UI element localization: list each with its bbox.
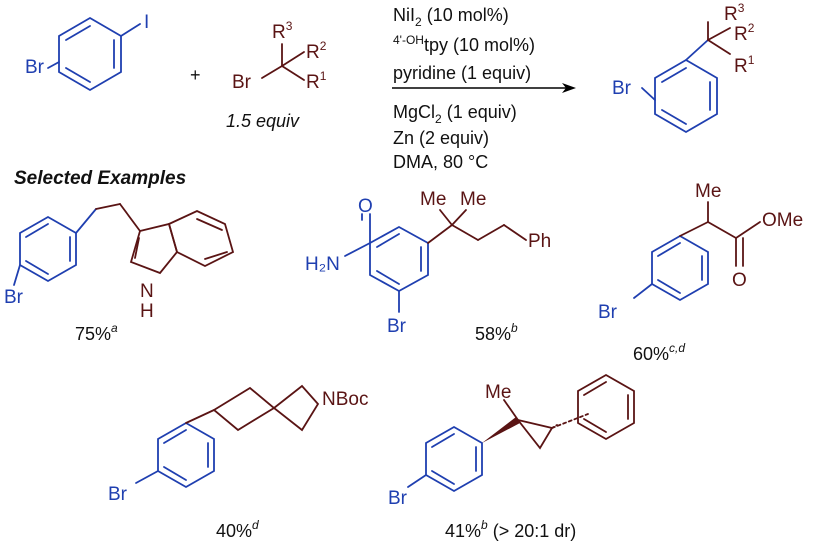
example1-bromine-label: Br	[4, 287, 24, 308]
reactant2-r2-label: R2	[306, 39, 327, 63]
example-2-benzamide: O H₂N Br Me Me Ph 58%b	[305, 189, 551, 344]
product-bromine-label: Br	[612, 78, 632, 99]
reaction-arrowhead	[562, 83, 576, 93]
plus-sign: +	[190, 65, 201, 85]
example3-methyl: Me	[695, 181, 721, 202]
reactant1-iodine-label: I	[144, 12, 149, 33]
example2-yield: 58%b	[475, 321, 518, 344]
example3-yield: 60%c,d	[633, 341, 685, 364]
example1-yield: 75%a	[75, 321, 118, 344]
example2-amide-n: H₂N	[305, 254, 340, 275]
example2-methyl-2: Me	[460, 189, 486, 210]
example3-bromine-label: Br	[598, 302, 618, 323]
condition-mgcl2: MgCl2 (1 equiv)	[393, 102, 517, 126]
reactant-aryl-iodide: Br I	[25, 12, 149, 92]
reactant2-bromine-label: Br	[232, 72, 252, 93]
product-r1-label: R1	[734, 53, 755, 77]
example2-bromine-label: Br	[387, 316, 407, 337]
example-3-ester: Br Me OMe O 60%c,d	[598, 181, 803, 364]
product-r3-label: R3	[724, 1, 745, 25]
reaction-conditions: NiI2 (10 mol%) 4'-OHtpy (10 mol%) pyridi…	[392, 5, 576, 172]
example3-methoxy: OMe	[762, 210, 803, 231]
section-title: Selected Examples	[14, 168, 186, 189]
product-structure: Br R3 R2 R1	[612, 1, 755, 134]
condition-ligand: 4'-OHtpy (10 mol%)	[393, 33, 535, 55]
example-5-cyclopropane: Br Me 41%b (> 20:1 dr)	[388, 373, 635, 541]
reactant2-r1-label: R1	[306, 69, 327, 93]
example1-indole-n: N	[140, 281, 154, 302]
reactant2-equiv: 1.5 equiv	[226, 111, 300, 131]
example4-yield: 40%d	[216, 518, 259, 541]
example4-nboc: NBoc	[322, 389, 368, 410]
condition-zinc: Zn (2 equiv)	[393, 128, 489, 148]
example-4-spirocycle: Br NBoc 40%d	[108, 384, 368, 541]
example5-methyl: Me	[485, 382, 511, 403]
product-r2-label: R2	[734, 21, 755, 45]
example3-carbonyl-o: O	[732, 270, 747, 291]
example1-indole-h: H	[140, 301, 154, 322]
condition-pyridine: pyridine (1 equiv)	[393, 63, 531, 83]
example2-methyl-1: Me	[420, 189, 446, 210]
example2-carbonyl-o: O	[358, 196, 373, 217]
example2-phenyl: Ph	[528, 231, 551, 252]
example4-bromine-label: Br	[108, 484, 128, 505]
example5-bromine-label: Br	[388, 488, 408, 509]
reactant2-r3-label: R3	[272, 19, 293, 43]
condition-catalyst: NiI2 (10 mol%)	[393, 5, 509, 29]
reactant1-bromine-label: Br	[25, 57, 45, 78]
condition-solvent-temp: DMA, 80 °C	[393, 152, 488, 172]
example-1-indole: Br N H 75%a	[4, 203, 235, 344]
example5-yield: 41%b (> 20:1 dr)	[445, 518, 576, 541]
reactant-alkyl-bromide: R3 R2 R1 Br 1.5 equiv	[226, 19, 327, 131]
